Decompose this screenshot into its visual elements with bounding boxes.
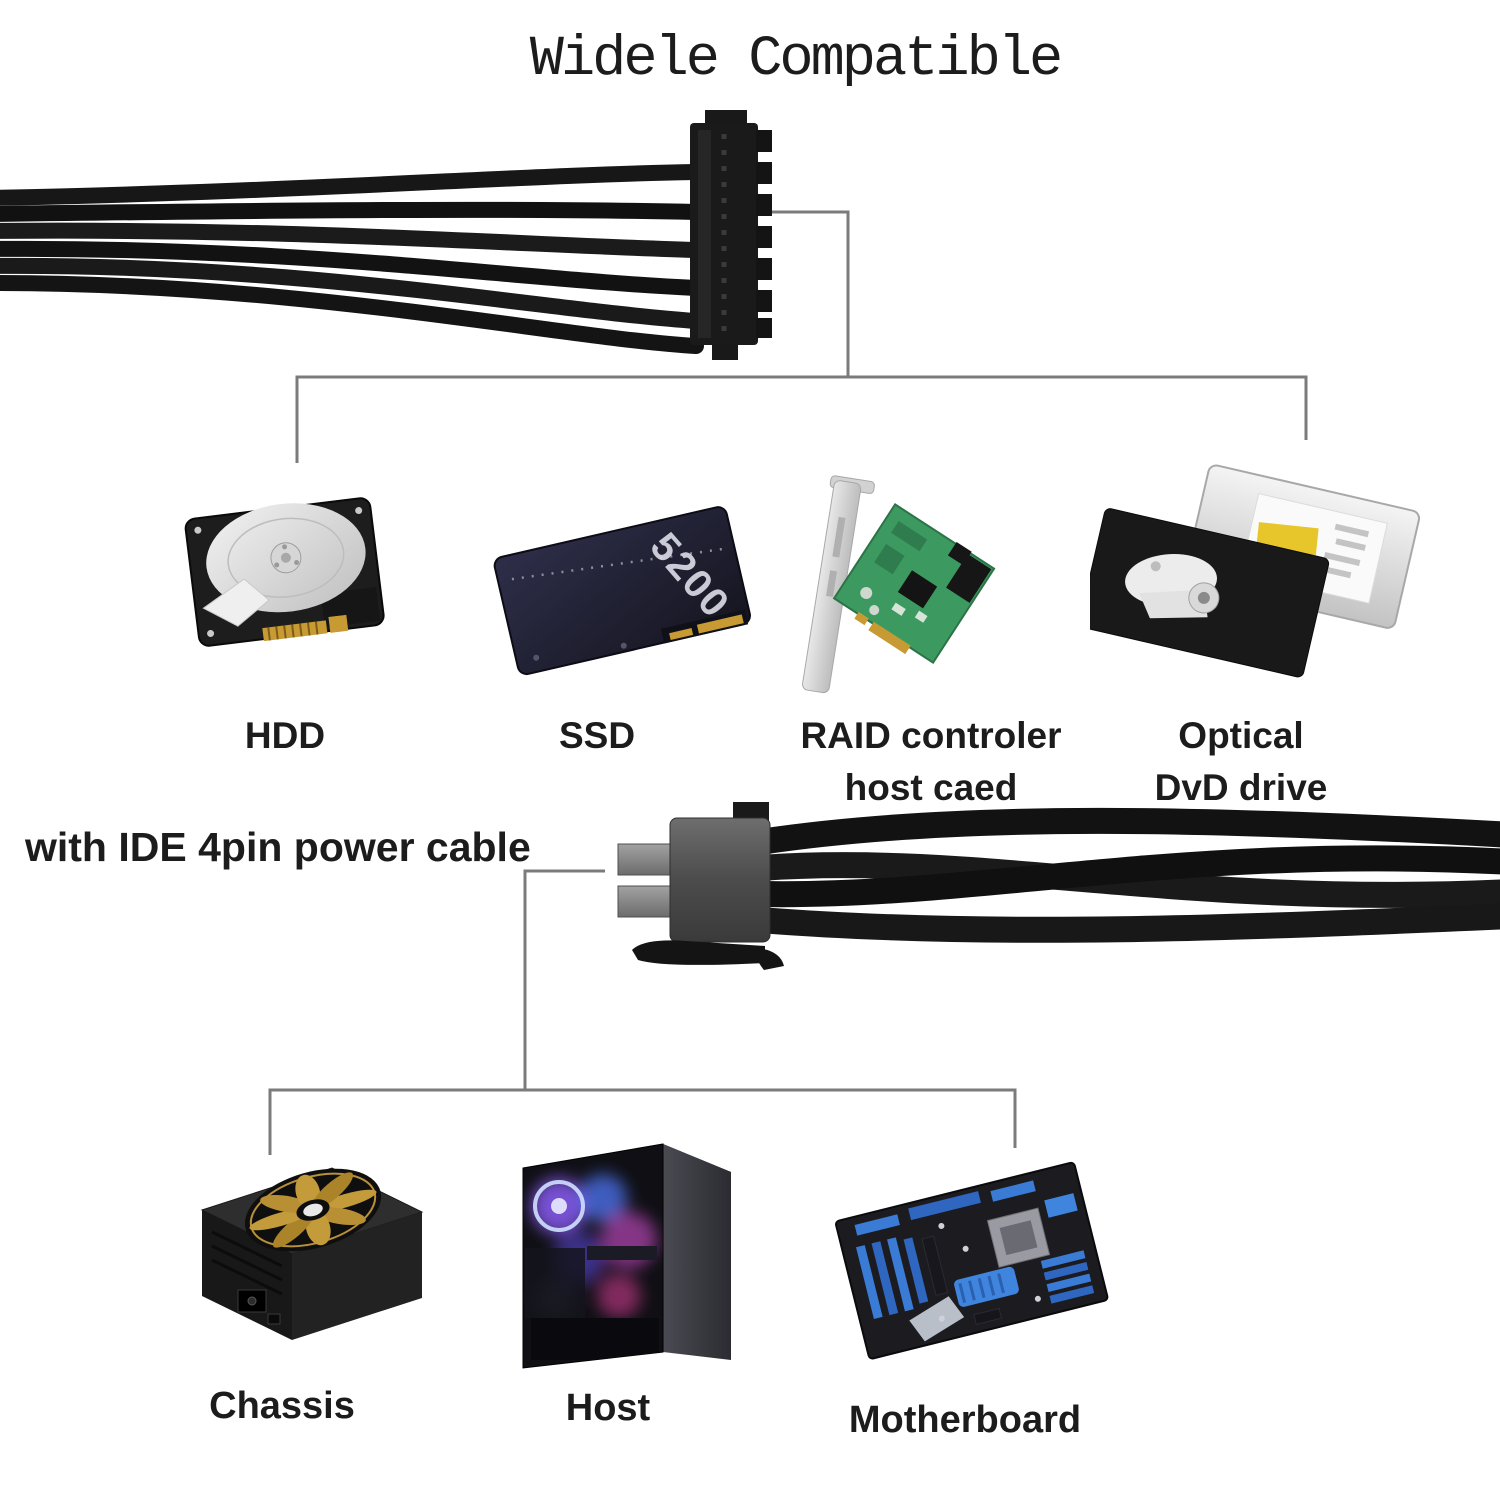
label-line1: HDD xyxy=(244,715,326,756)
label-chassis: Chassis xyxy=(209,1382,355,1430)
optical-body xyxy=(1090,464,1421,678)
hdd-image xyxy=(184,497,385,647)
motherboard-body xyxy=(835,1161,1109,1360)
optical-tray xyxy=(1090,508,1330,678)
sata-connector xyxy=(690,110,772,360)
label-line1: Chassis xyxy=(209,1385,355,1427)
label-motherboard: Motherboard xyxy=(849,1396,1081,1444)
label-line1: RAID controler xyxy=(800,715,1062,756)
page-title: Widele Compatible xyxy=(529,28,1063,92)
label-line1: SSD xyxy=(558,715,636,756)
label-optical: Optical DvD drive xyxy=(1155,710,1328,814)
mobo-heatsink xyxy=(954,1266,1019,1307)
raid-card-image xyxy=(802,475,996,694)
ide-wires xyxy=(747,807,1500,943)
ide-cable-image xyxy=(617,802,1500,970)
label-hdd: HDD xyxy=(245,710,325,762)
cable-note: with IDE 4pin power cable xyxy=(25,824,531,870)
sata-power-cable-image xyxy=(0,110,772,360)
label-line1: Optical xyxy=(1178,715,1304,756)
label-line1: Host xyxy=(565,1387,651,1429)
label-ssd: SSD xyxy=(559,710,635,762)
ssd-sata-connector xyxy=(696,614,744,634)
label-line2: host caed xyxy=(844,767,1018,808)
tree-line xyxy=(295,375,1308,463)
ide-latch xyxy=(632,940,765,965)
label-raid: RAID controler host caed xyxy=(800,710,1061,814)
tree-line xyxy=(772,210,850,377)
motherboard-image xyxy=(835,1161,1109,1360)
tower-fan-ring xyxy=(525,1180,659,1360)
label-line1: Motherboard xyxy=(848,1399,1082,1441)
tower-side xyxy=(663,1144,731,1360)
tree-line xyxy=(268,1088,1017,1155)
psu-fan xyxy=(244,1168,382,1252)
raid-pcb xyxy=(832,503,996,664)
raid-pcie-edge xyxy=(868,621,911,655)
psu-image xyxy=(200,1167,424,1340)
cable-wires xyxy=(0,164,704,354)
tower-image xyxy=(522,1143,731,1369)
label-host: Host xyxy=(566,1384,650,1432)
optical-drive-image xyxy=(1090,464,1421,678)
ssd-body: 5200 xyxy=(493,506,751,676)
hdd-actuator xyxy=(202,578,270,627)
psu-front xyxy=(202,1210,292,1340)
hdd-gold-connector xyxy=(262,620,328,642)
ssd-image: 5200 xyxy=(493,506,751,676)
tree-line xyxy=(523,869,605,1090)
label-line2: DvD drive xyxy=(1154,767,1328,808)
ide-connector xyxy=(617,802,784,970)
hdd-body xyxy=(184,497,385,647)
